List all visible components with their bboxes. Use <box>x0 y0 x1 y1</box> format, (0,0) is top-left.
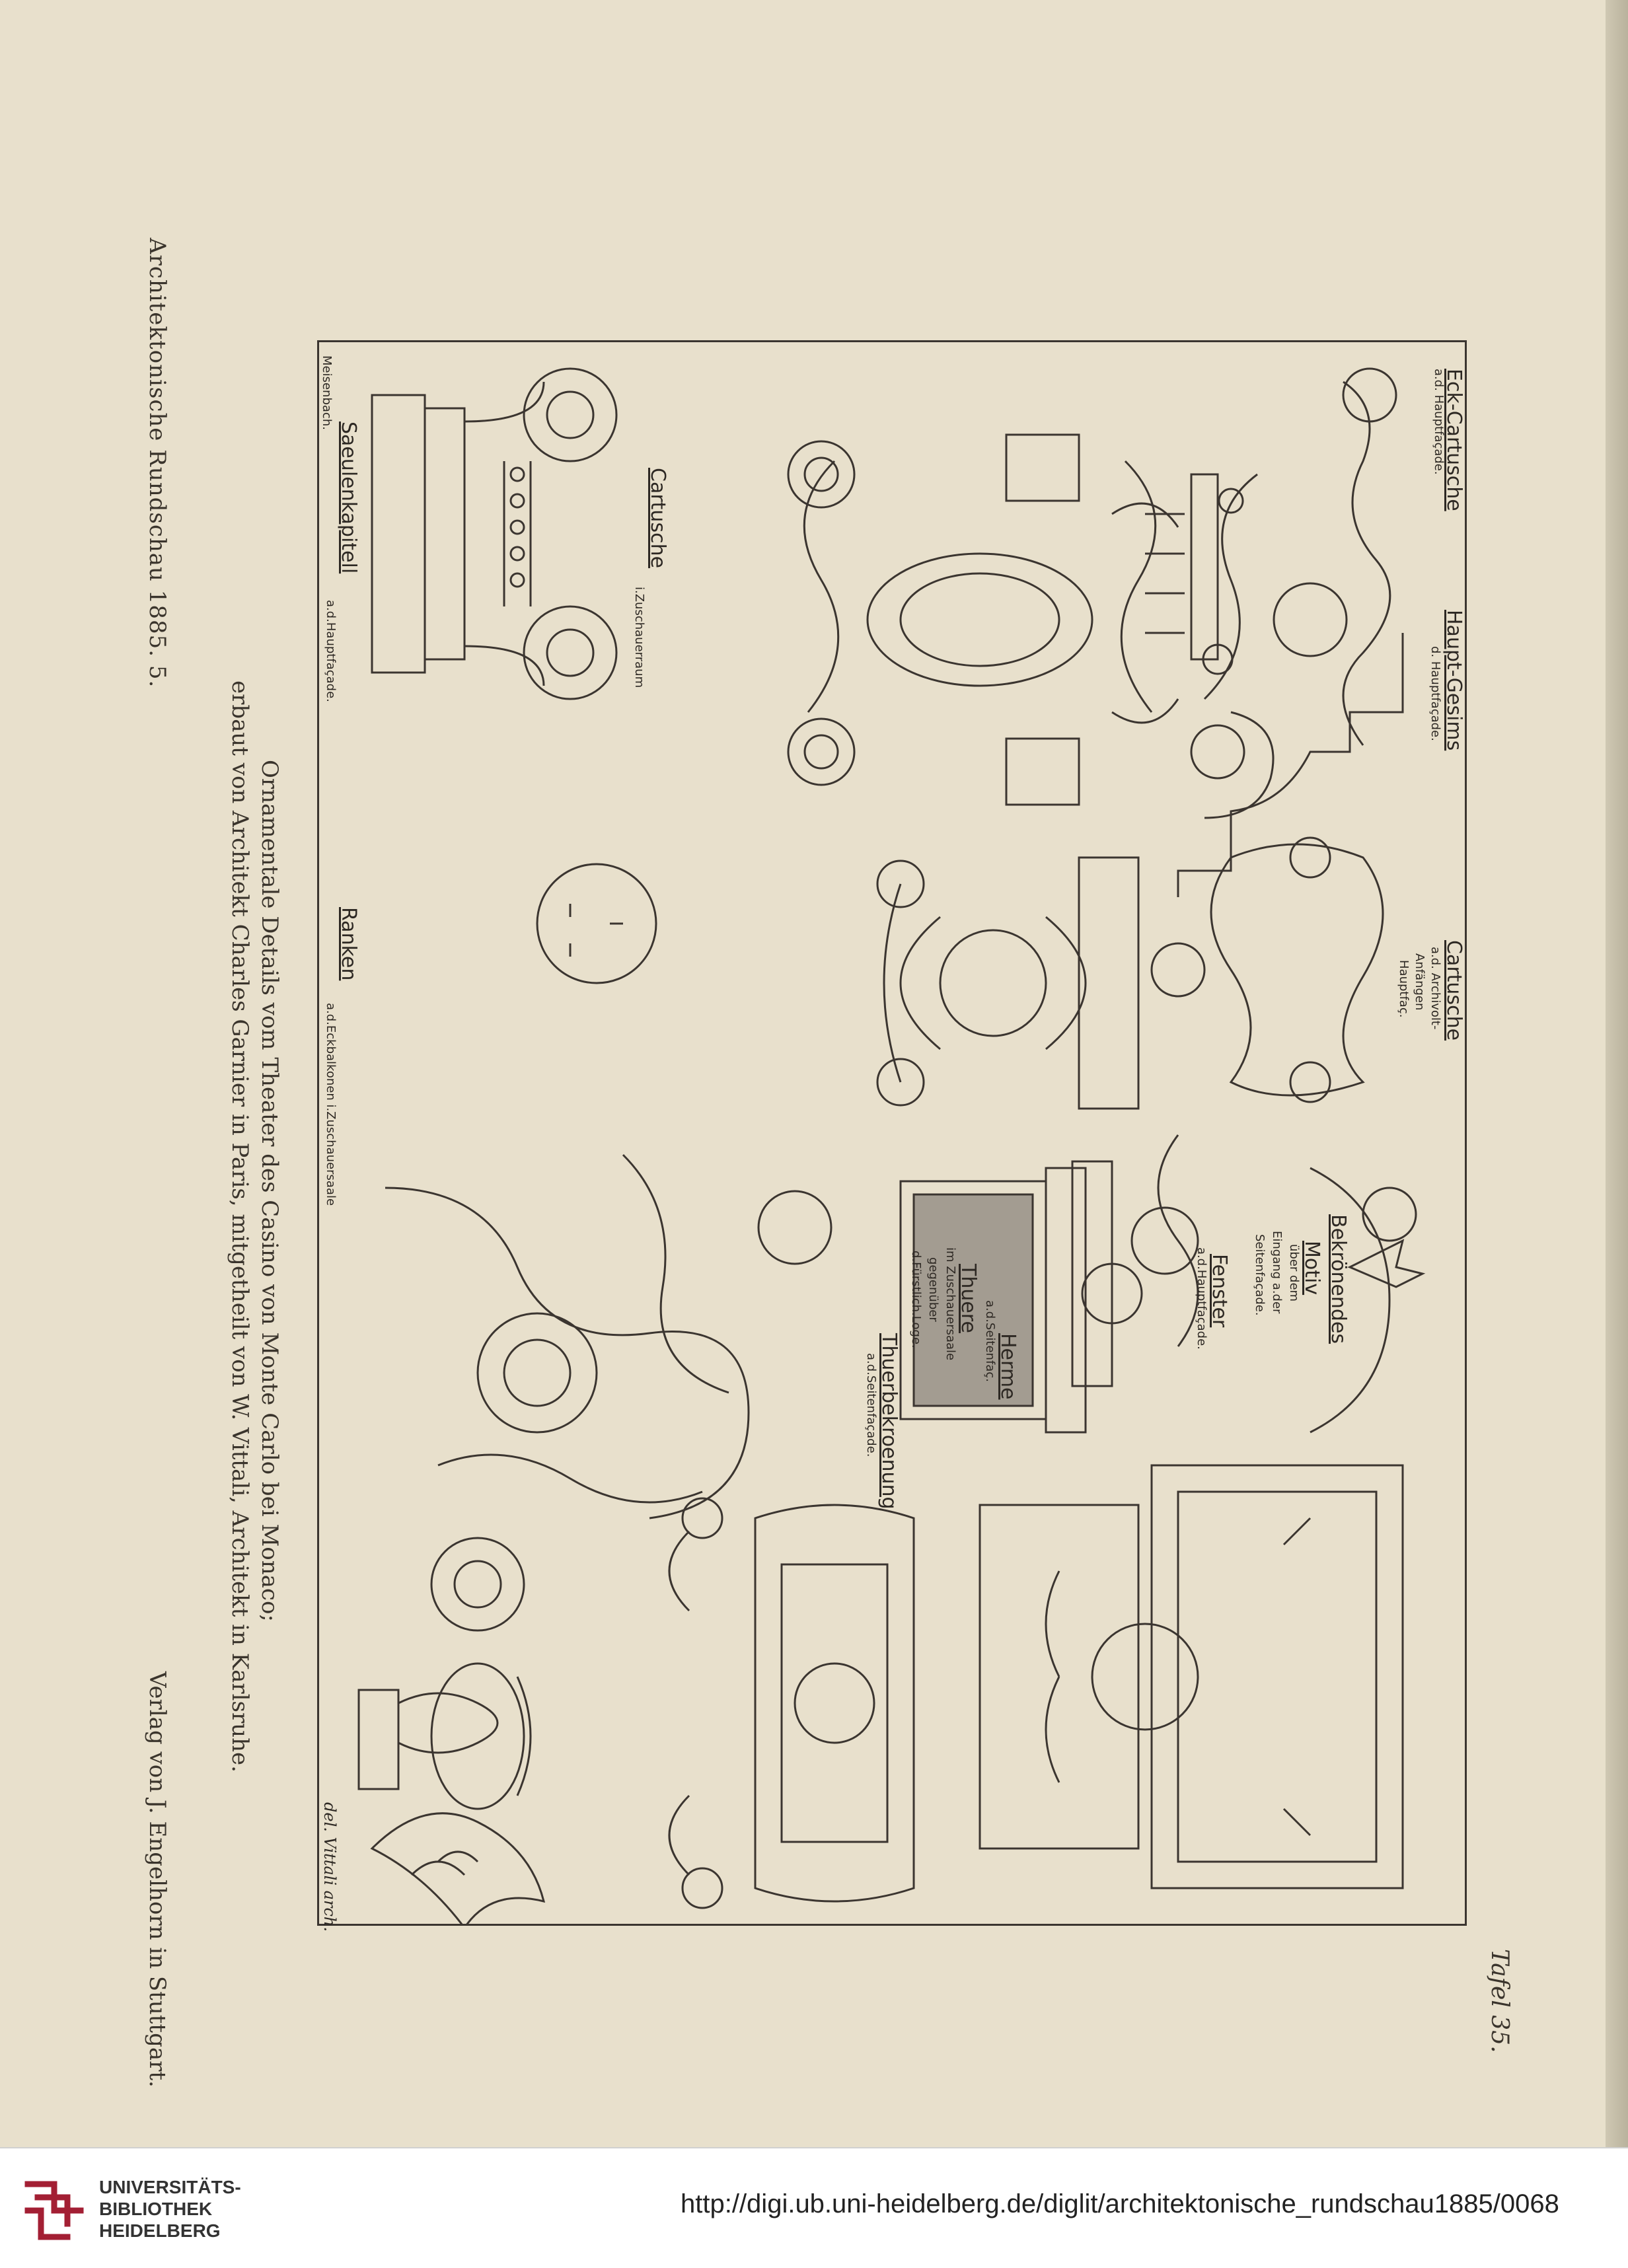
label-ranken-sub: a.d.Eckbalkonen i.Zuschauersaale <box>324 1003 338 1206</box>
label-cartusche-zuschauer-sub: i.Zuschauerraum <box>632 587 646 688</box>
label-eck-cartusche-sub: a.d. Hauptfaçade. <box>1432 369 1446 475</box>
saeulenkapitell-drawing <box>371 367 618 700</box>
caption-line-2: erbaut von Architekt Charles Garnier in … <box>227 680 253 1773</box>
library-line-1: UNIVERSITÄTS- <box>99 2177 241 2197</box>
library-name[interactable]: UNIVERSITÄTS- BIBLIOTHEK HEIDELBERG <box>99 2176 241 2242</box>
label-thuere: Thuere <box>957 1264 980 1333</box>
label-cartusche-zuschauer: Cartusche <box>646 468 669 569</box>
page-edge <box>1606 0 1628 2147</box>
running-head: Architektonische Rundschau 1885. 5. <box>144 238 170 688</box>
publisher-line: Verlag von J. Engelhorn in Stuttgart. <box>144 1671 170 2088</box>
face-sketch-drawing <box>536 863 657 984</box>
label-herme: Herme <box>996 1333 1019 1400</box>
label-cartusche-archivolt: Cartusche <box>1442 940 1465 1041</box>
plate-number: Tafel 35. <box>1486 1949 1513 2053</box>
herme-drawing <box>876 856 1140 1110</box>
label-cartusche-archivolt-sub-1: a.d. Archivolt- <box>1428 947 1442 1030</box>
label-fenster-sub: a.d.Hauptfaçade. <box>1195 1247 1208 1350</box>
label-thuere-sub-3: d.Fürstlich.Loge. <box>909 1251 923 1348</box>
eck-cartusche-drawing <box>1145 367 1397 746</box>
thuerbekroenung-drawing <box>668 1497 915 1909</box>
cartusche-oval-drawing <box>787 433 1179 806</box>
label-thuerbekroenung: Thuerbekroenung <box>877 1333 901 1510</box>
acanthus-drawing <box>370 1812 546 1924</box>
bekroenendes-motiv-drawing <box>1071 1134 1426 1434</box>
label-fenster: Fenster <box>1208 1254 1231 1328</box>
ornament-drawings <box>357 367 1426 1924</box>
label-thuerbekroenung-sub: a.d.Seitenfaçade. <box>864 1353 878 1457</box>
label-bekroenendes: Bekrönendes <box>1327 1214 1350 1344</box>
label-haupt-gesims-sub: d. Hauptfaçade. <box>1428 646 1442 741</box>
caption-line-1: Ornamentale Details vom Theater des Casi… <box>256 760 283 1622</box>
fenster-drawing <box>979 1464 1404 1889</box>
library-line-2: BIBLIOTHEK <box>99 2199 213 2219</box>
cartusche-archivolt-drawing <box>1150 836 1384 1103</box>
label-eck-cartusche: Eck-Cartusche <box>1442 369 1465 511</box>
label-thuere-sub-2: gegenüber <box>926 1257 940 1322</box>
label-motiv-sub-3: Seitenfaçade. <box>1253 1234 1267 1316</box>
ranken-drawing <box>385 1153 832 1632</box>
label-motiv-sub-1: über dem <box>1287 1244 1301 1302</box>
label-saeulenkapitell: Saeulenkapitell <box>337 421 360 574</box>
engraver-mark: Meisenbach. <box>320 355 334 430</box>
label-thuere-sub-1: im Zuschauersaale <box>944 1247 957 1361</box>
label-cartusche-archivolt-sub-2: Anfängen <box>1413 953 1426 1011</box>
plate-illustration: Eck-Cartusche a.d. Hauptfaçade. Haupt-Ge… <box>317 340 1467 1932</box>
thuere-drawing <box>899 1167 1143 1434</box>
label-herme-sub: a.d.Seitenfaç. <box>983 1300 997 1382</box>
scanned-page: Architektonische Rundschau 1885. 5. Orna… <box>0 0 1606 2147</box>
university-library-logo[interactable] <box>21 2171 87 2244</box>
label-motiv: Motiv <box>1300 1241 1323 1296</box>
footer-bar: UNIVERSITÄTS- BIBLIOTHEK HEIDELBERG http… <box>0 2147 1628 2268</box>
permalink-url[interactable]: http://digi.ub.uni-heidelberg.de/diglit/… <box>681 2189 1559 2218</box>
haupt-gesims-drawing <box>1177 633 1404 897</box>
label-cartusche-archivolt-sub-3: Hauptfaç. <box>1397 960 1411 1018</box>
library-line-3: HEIDELBERG <box>99 2220 221 2241</box>
label-saeulenkapitell-sub: a.d.Hauptfaçade. <box>324 600 338 702</box>
label-haupt-gesims: Haupt-Gesims <box>1442 610 1465 751</box>
artist-signature: del. Vittali arch. <box>320 1802 339 1932</box>
urn-drawing <box>357 1662 532 1810</box>
label-motiv-sub-2: Eingang a.der <box>1270 1231 1284 1314</box>
label-ranken: Ranken <box>337 907 360 981</box>
